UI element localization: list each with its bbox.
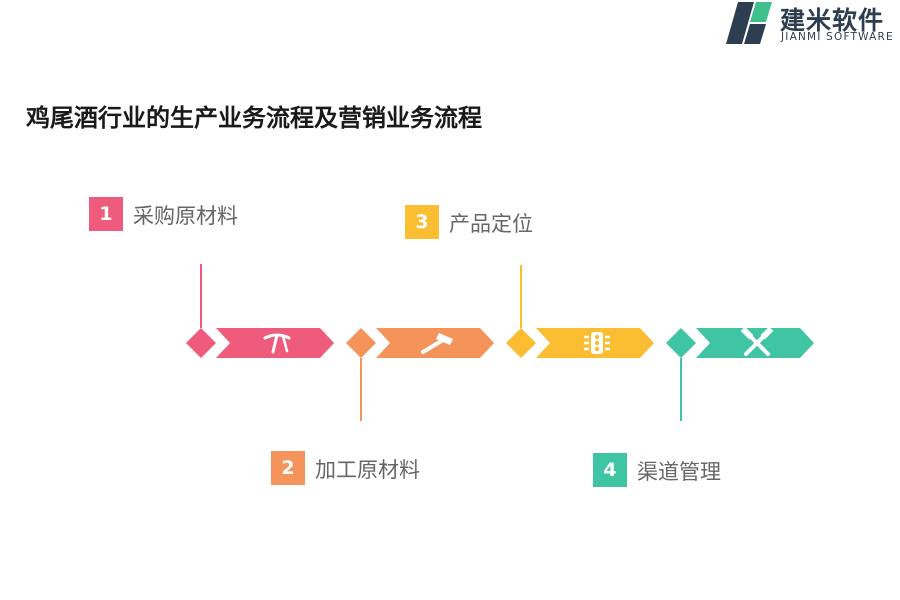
step-number-badge: 1	[89, 197, 123, 231]
logo-name-en: JIANMI SOFTWARE	[781, 31, 894, 43]
step-number-badge: 3	[405, 205, 439, 239]
step-label: 采购原材料	[133, 204, 238, 228]
page-title: 鸡尾酒行业的生产业务流程及营销业务流程	[26, 104, 482, 132]
logo-name-cn: 建米软件	[780, 6, 885, 35]
hammer-icon	[421, 333, 453, 354]
step-diamond-2	[346, 328, 376, 358]
step-label: 渠道管理	[637, 460, 721, 484]
step-diamonds	[186, 328, 696, 358]
step-label: 加工原材料	[315, 458, 420, 482]
brand-logo: 建米软件 JIANMI SOFTWARE	[722, 0, 900, 48]
step-number-badge: 2	[271, 451, 305, 485]
step-diamond-3	[506, 328, 536, 358]
step-label: 产品定位	[449, 212, 533, 236]
step-number-badge: 4	[593, 453, 627, 487]
connector-lines	[200, 264, 682, 421]
stop-light-icon	[584, 332, 610, 354]
step-diamond-1	[186, 328, 216, 358]
pickaxe-icon	[263, 333, 291, 354]
step-arrows	[216, 326, 814, 358]
jianmi-logo-icon	[726, 2, 772, 44]
crossed-hammers-icon	[740, 326, 774, 356]
step-diamond-4	[666, 328, 696, 358]
